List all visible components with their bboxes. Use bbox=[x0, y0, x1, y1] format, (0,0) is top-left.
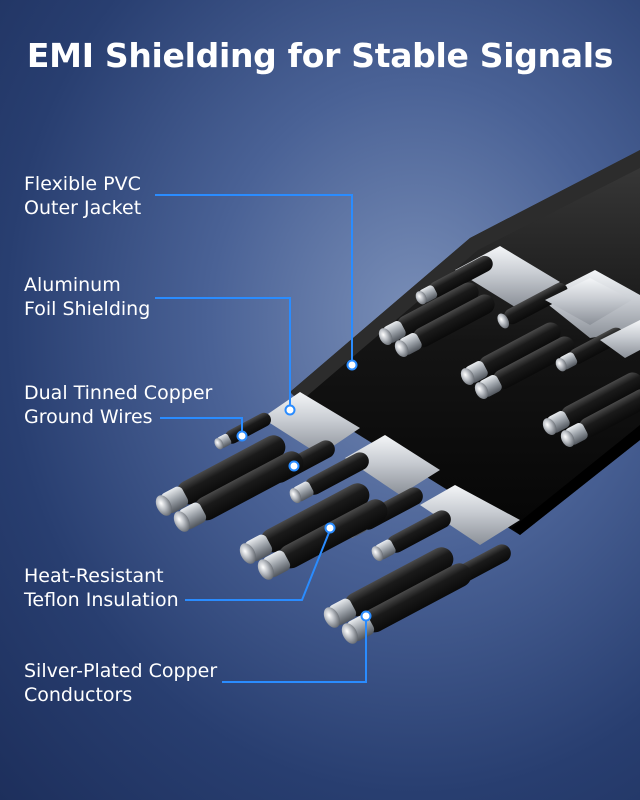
label-foil-line1: Aluminum bbox=[24, 274, 121, 296]
callout-dot-teflon bbox=[324, 522, 336, 534]
label-ground: Dual Tinned Copper Ground Wires bbox=[24, 381, 212, 429]
label-ground-line2: Ground Wires bbox=[24, 406, 153, 428]
label-conductor-line2: Conductors bbox=[24, 684, 133, 706]
callout-lines bbox=[155, 194, 367, 683]
foil-sleeves bbox=[262, 278, 640, 545]
label-jacket: Flexible PVC Outer Jacket bbox=[24, 172, 141, 220]
callout-dot-ground-1 bbox=[236, 430, 248, 442]
callout-dot-foil bbox=[284, 404, 296, 416]
label-teflon-line2: Teflon Insulation bbox=[24, 589, 179, 611]
wire-bundle-front-2 bbox=[239, 452, 423, 580]
label-jacket-line1: Flexible PVC bbox=[24, 173, 141, 195]
label-teflon: Heat-Resistant Teflon Insulation bbox=[24, 564, 179, 612]
callout-line-conductor bbox=[222, 618, 367, 683]
wire-bundle-front-1 bbox=[155, 412, 335, 532]
callout-dot-conductor bbox=[360, 610, 372, 622]
callout-line-jacket bbox=[155, 194, 353, 362]
callout-line-ground bbox=[160, 417, 243, 436]
label-jacket-line2: Outer Jacket bbox=[24, 197, 142, 219]
page-title: EMI Shielding for Stable Signals bbox=[26, 36, 614, 75]
callout-dots bbox=[236, 359, 372, 622]
callout-dot-jacket bbox=[346, 359, 358, 371]
wire-bundle-front-3 bbox=[323, 510, 511, 644]
label-conductor-line1: Silver-Plated Copper bbox=[24, 660, 218, 682]
callout-dot-ground-2 bbox=[288, 460, 300, 472]
label-foil: Aluminum Foil Shielding bbox=[24, 273, 150, 321]
callout-line-foil bbox=[155, 297, 291, 410]
outer-jacket bbox=[290, 150, 640, 535]
insulated-wires bbox=[378, 255, 640, 448]
callout-line-teflon bbox=[185, 529, 331, 601]
label-teflon-line1: Heat-Resistant bbox=[24, 565, 164, 587]
label-ground-line1: Dual Tinned Copper bbox=[24, 382, 213, 404]
label-conductor: Silver-Plated Copper Conductors bbox=[24, 659, 217, 707]
label-foil-line2: Foil Shielding bbox=[24, 298, 151, 320]
